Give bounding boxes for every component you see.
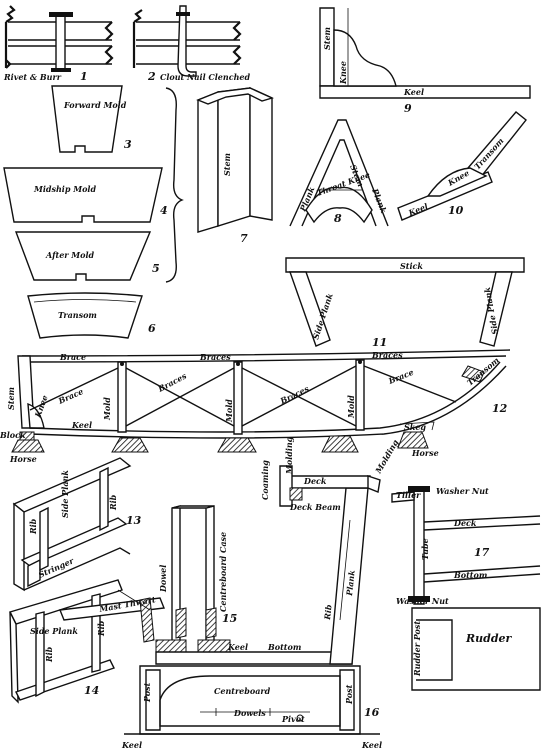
figure-number-14: 14 bbox=[84, 684, 99, 697]
post-label-left: Post bbox=[142, 682, 152, 703]
knee-label-fig12: Knee bbox=[32, 394, 50, 420]
molding-label-right: Molding bbox=[373, 437, 401, 475]
mold-label-2: Mold bbox=[224, 399, 234, 423]
figure-number-3: 3 bbox=[124, 138, 132, 151]
rib-label-fig14-left: Rib bbox=[44, 646, 54, 663]
figure-number-4: 4 bbox=[160, 204, 168, 217]
side-plank-label-fig14-side: Side Plank bbox=[30, 626, 78, 636]
washer-nut-label-top: Washer Nut bbox=[436, 486, 489, 496]
transom-label-fig6: Transom bbox=[58, 310, 97, 320]
deck-label-section: Deck bbox=[303, 476, 327, 486]
figure-number-17: 17 bbox=[474, 546, 490, 559]
after-mold-label: After Mold bbox=[45, 250, 95, 260]
centreboard-case-label: Centreboard Case bbox=[218, 532, 228, 612]
figure-4-midship-mold: Midship Mold 4 bbox=[3, 167, 168, 223]
figure-number-9: 9 bbox=[404, 102, 412, 115]
plank-label-section: Plank bbox=[344, 569, 357, 597]
figure-8-throat-knee: Plank Stem Plank Throat Knee 8 bbox=[289, 119, 389, 227]
rib-label-section: Rib bbox=[322, 604, 334, 622]
keel-label-fig15: Keel bbox=[227, 642, 248, 652]
figure-number-15: 15 bbox=[222, 612, 237, 625]
figure-5-after-mold: After Mold 5 bbox=[14, 231, 160, 281]
rib-label-fig13-left: Rib bbox=[28, 518, 38, 535]
rivet-burr-label: Rivet & Burr bbox=[3, 72, 62, 82]
tube-label: Tube bbox=[420, 538, 430, 560]
figure-9-keel-stem: Stem Knee Keel 9 bbox=[319, 7, 531, 115]
figure-number-5: 5 bbox=[152, 262, 160, 275]
rib-label-fig13-right: Rib bbox=[108, 494, 118, 511]
hull-section-deck: Deck Coaming Molding Molding Deck Beam P… bbox=[155, 436, 401, 665]
braces-label-mid-right: Braces bbox=[278, 383, 311, 406]
figure-13-rib-side-plank: Side Plank Rib Rib Stringer 13 bbox=[12, 457, 142, 592]
block-label: Block bbox=[0, 430, 26, 440]
stem-label-fig12: Stem bbox=[6, 387, 16, 410]
figure-number-2: 2 bbox=[147, 70, 156, 83]
figure-6-transom: Transom 6 bbox=[27, 292, 156, 339]
figure-17-rudder: Tiller Washer Nut Deck Tube Bottom Washe… bbox=[391, 486, 541, 691]
braces-label-top-right: Braces bbox=[371, 350, 403, 360]
figure-number-8: 8 bbox=[334, 212, 342, 225]
midship-mold-label: Midship Mold bbox=[33, 184, 96, 194]
post-label-right: Post bbox=[344, 684, 354, 705]
figure-number-13: 13 bbox=[126, 514, 142, 527]
figure-number-11: 11 bbox=[372, 336, 387, 349]
stem-label-fig9: Stem bbox=[322, 27, 332, 50]
figure-12-boat-frame: Brace Braces Braces Stem Knee Brace Keel… bbox=[0, 349, 511, 464]
stick-label: Stick bbox=[400, 261, 423, 271]
mold-label-1: Mold bbox=[102, 397, 112, 421]
braces-label-top: Braces bbox=[199, 352, 231, 362]
bottom-label-fig17: Bottom bbox=[453, 570, 487, 580]
figure-number-6: 6 bbox=[148, 322, 156, 335]
horse-label-right: Horse bbox=[411, 448, 439, 458]
centreboard-label: Centreboard bbox=[214, 686, 271, 696]
keel-label-fig9: Keel bbox=[403, 87, 424, 97]
knee-label-fig9: Knee bbox=[338, 61, 348, 85]
tiller-label: Tiller bbox=[396, 490, 421, 500]
clout-nail-label: Clout Nail Clenched bbox=[160, 72, 250, 82]
figure-number-10: 10 bbox=[448, 204, 464, 217]
figure-number-12: 12 bbox=[492, 402, 508, 415]
dowel-label: Dowel bbox=[158, 565, 168, 593]
braces-label-mid-left: Braces bbox=[155, 370, 188, 394]
bottom-label-section: Bottom bbox=[267, 642, 301, 652]
keel-label-fig16-left: Keel bbox=[121, 740, 142, 750]
stem-label-fig7: Stem bbox=[222, 153, 232, 176]
figure-15-centreboard-case: Dowel Centreboard Case Keel 15 bbox=[155, 505, 248, 653]
mold-label-3: Mold bbox=[346, 395, 356, 419]
molds-group-brace bbox=[165, 87, 184, 283]
forward-mold-label: Forward Mold bbox=[63, 100, 127, 110]
keel-label-fig12: Keel bbox=[71, 420, 92, 430]
figure-1-rivet-and-burr: Rivet & Burr 1 bbox=[3, 5, 114, 83]
figure-11-stick-planks: Stick Side Plank Side Plank 11 bbox=[285, 257, 525, 349]
dowels-label: Dowels bbox=[233, 708, 266, 718]
brace-label-fig12-left: Brace bbox=[56, 386, 85, 406]
horse-label-left: Horse bbox=[9, 454, 37, 464]
rudder-label: Rudder bbox=[465, 632, 513, 645]
figure-7-stem: Stem 7 bbox=[196, 86, 274, 245]
washer-nut-label-bottom: Washer Nut bbox=[396, 596, 449, 606]
molding-label-left: Molding bbox=[284, 436, 294, 475]
brace-label-fig12-right: Brace bbox=[386, 367, 415, 386]
rudder-post-label: Rudder Post bbox=[412, 621, 422, 677]
coaming-label: Coaming bbox=[260, 460, 270, 500]
figure-number-16: 16 bbox=[364, 706, 380, 719]
pivot-label: Pivot bbox=[281, 714, 305, 724]
plank-label-fig8-right: Plank bbox=[370, 186, 389, 215]
deck-beam-label: Deck Beam bbox=[289, 502, 341, 512]
side-plank-label-fig13: Side Plank bbox=[60, 470, 70, 518]
figure-10-transom-knee: Keel Knee Transom 10 bbox=[397, 111, 527, 221]
figure-number-7: 7 bbox=[240, 232, 248, 245]
deck-label-fig17: Deck bbox=[453, 518, 477, 528]
figure-number-1: 1 bbox=[80, 70, 88, 83]
brace-label-top-left: Brace bbox=[59, 352, 86, 362]
keel-label-fig16-right: Keel bbox=[361, 740, 382, 750]
figure-14-mast-thwart: Side Plank Rib Rib Mast Thwart 14 bbox=[9, 579, 165, 704]
figure-3-forward-mold: Forward Mold 3 bbox=[51, 85, 132, 153]
rib-label-fig14-right: Rib bbox=[96, 620, 106, 637]
figure-2-clout-nail: 2 Clout Nail Clenched bbox=[132, 5, 250, 83]
skeg-label: Skeg bbox=[404, 422, 426, 432]
figure-16-centreboard: Centreboard Dowels Pivot Post Post Keel … bbox=[121, 665, 382, 750]
